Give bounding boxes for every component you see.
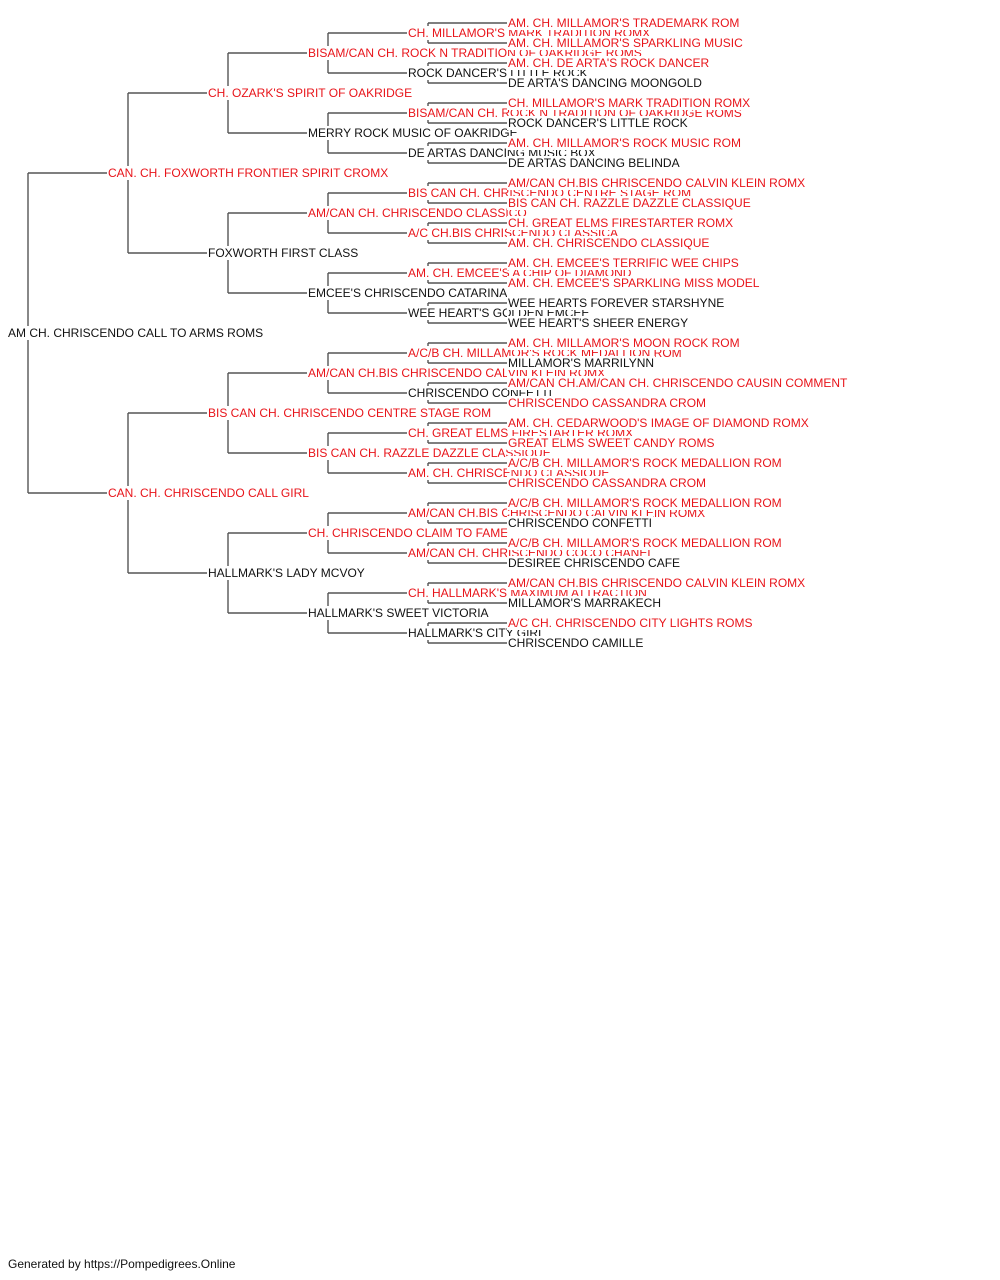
ggg-grandparent-name: AM. CH. EMCEE'S TERRIFIC WEE CHIPS	[507, 256, 740, 270]
ggg-grandparent-name: A/C CH. CHRISCENDO CITY LIGHTS ROMS	[507, 616, 754, 630]
ggg-grandparent-name: CH. GREAT ELMS FIRESTARTER ROMX	[507, 216, 735, 230]
parent-name: CAN. CH. CHRISCENDO CALL GIRL	[107, 486, 310, 500]
ggg-grandparent-name: DE ARTAS DANCING BELINDA	[507, 156, 681, 170]
great-grandparent-name: AM/CAN CH. CHRISCENDO CLASSICO	[307, 206, 528, 220]
ggg-grandparent-name: AM. CH. MILLAMOR'S SPARKLING MUSIC	[507, 36, 744, 50]
ggg-grandparent-name: DE ARTA'S DANCING MOONGOLD	[507, 76, 703, 90]
great-grandparent-name: BIS CAN CH. RAZZLE DAZZLE CLASSIQUE	[307, 446, 552, 460]
ggg-grandparent-name: AM. CH. EMCEE'S SPARKLING MISS MODEL	[507, 276, 761, 290]
ggg-grandparent-name: WEE HEARTS FOREVER STARSHYNE	[507, 296, 726, 310]
ggg-grandparent-name: CH. MILLAMOR'S MARK TRADITION ROMX	[507, 96, 752, 110]
ggg-grandparent-name: AM/CAN CH.AM/CAN CH. CHRISCENDO CAUSIN C…	[507, 376, 849, 390]
ggg-grandparent-name: AM. CH. CEDARWOOD'S IMAGE OF DIAMOND ROM…	[507, 416, 810, 430]
grandparent-name: CH. OZARK'S SPIRIT OF OAKRIDGE	[207, 86, 414, 100]
ggg-grandparent-name: WEE HEART'S SHEER ENERGY	[507, 316, 690, 330]
ggg-grandparent-name: DESIREE CHRISCENDO CAFE	[507, 556, 682, 570]
great-grandparent-name: CH. CHRISCENDO CLAIM TO FAME	[307, 526, 510, 540]
footer-credit: Generated by https://Pompedigrees.Online	[8, 1257, 236, 1271]
ggg-grandparent-name: MILLAMOR'S MARRAKECH	[507, 596, 662, 610]
ggg-grandparent-name: A/C/B CH. MILLAMOR'S ROCK MEDALLION ROM	[507, 536, 783, 550]
ggg-grandparent-name: AM. CH. DE ARTA'S ROCK DANCER	[507, 56, 711, 70]
grandparent-name: FOXWORTH FIRST CLASS	[207, 246, 360, 260]
grandparent-name: HALLMARK'S LADY MCVOY	[207, 566, 366, 580]
ggg-grandparent-name: ROCK DANCER'S LITTLE ROCK	[507, 116, 689, 130]
ggg-grandparent-name: CHRISCENDO CONFETTI	[507, 516, 653, 530]
ggg-grandparent-name: AM. CH. CHRISCENDO CLASSIQUE	[507, 236, 711, 250]
ggg-grandparent-name: CHRISCENDO CASSANDRA CROM	[507, 396, 708, 410]
ggg-grandparent-name: AM. CH. MILLAMOR'S MOON ROCK ROM	[507, 336, 741, 350]
parent-name: CAN. CH. FOXWORTH FRONTIER SPIRIT CROMX	[107, 166, 390, 180]
ggg-grandparent-name: CHRISCENDO CAMILLE	[507, 636, 645, 650]
ggg-grandparent-name: AM. CH. MILLAMOR'S TRADEMARK ROM	[507, 16, 741, 30]
ggg-grandparent-name: MILLAMOR'S MARRILYNN	[507, 356, 656, 370]
great-grandparent-name: HALLMARK'S SWEET VICTORIA	[307, 606, 490, 620]
ggg-grandparent-name: GREAT ELMS SWEET CANDY ROMS	[507, 436, 716, 450]
grandparent-name: BIS CAN CH. CHRISCENDO CENTRE STAGE ROM	[207, 406, 493, 420]
subject-name: AM CH. CHRISCENDO CALL TO ARMS ROMS	[7, 326, 265, 340]
ggg-grandparent-name: CHRISCENDO CASSANDRA CROM	[507, 476, 708, 490]
ggg-grandparent-name: AM/CAN CH.BIS CHRISCENDO CALVIN KLEIN RO…	[507, 576, 807, 590]
ggg-grandparent-name: A/C/B CH. MILLAMOR'S ROCK MEDALLION ROM	[507, 456, 783, 470]
ggg-grandparent-name: A/C/B CH. MILLAMOR'S ROCK MEDALLION ROM	[507, 496, 783, 510]
great-grandparent-name: EMCEE'S CHRISCENDO CATARINA	[307, 286, 509, 300]
ggg-grandparent-name: BIS CAN CH. RAZZLE DAZZLE CLASSIQUE	[507, 196, 752, 210]
ggg-grandparent-name: AM/CAN CH.BIS CHRISCENDO CALVIN KLEIN RO…	[507, 176, 807, 190]
ggg-grandparent-name: AM. CH. MILLAMOR'S ROCK MUSIC ROM	[507, 136, 742, 150]
great-grandparent-name: MERRY ROCK MUSIC OF OAKRIDGE	[307, 126, 519, 140]
